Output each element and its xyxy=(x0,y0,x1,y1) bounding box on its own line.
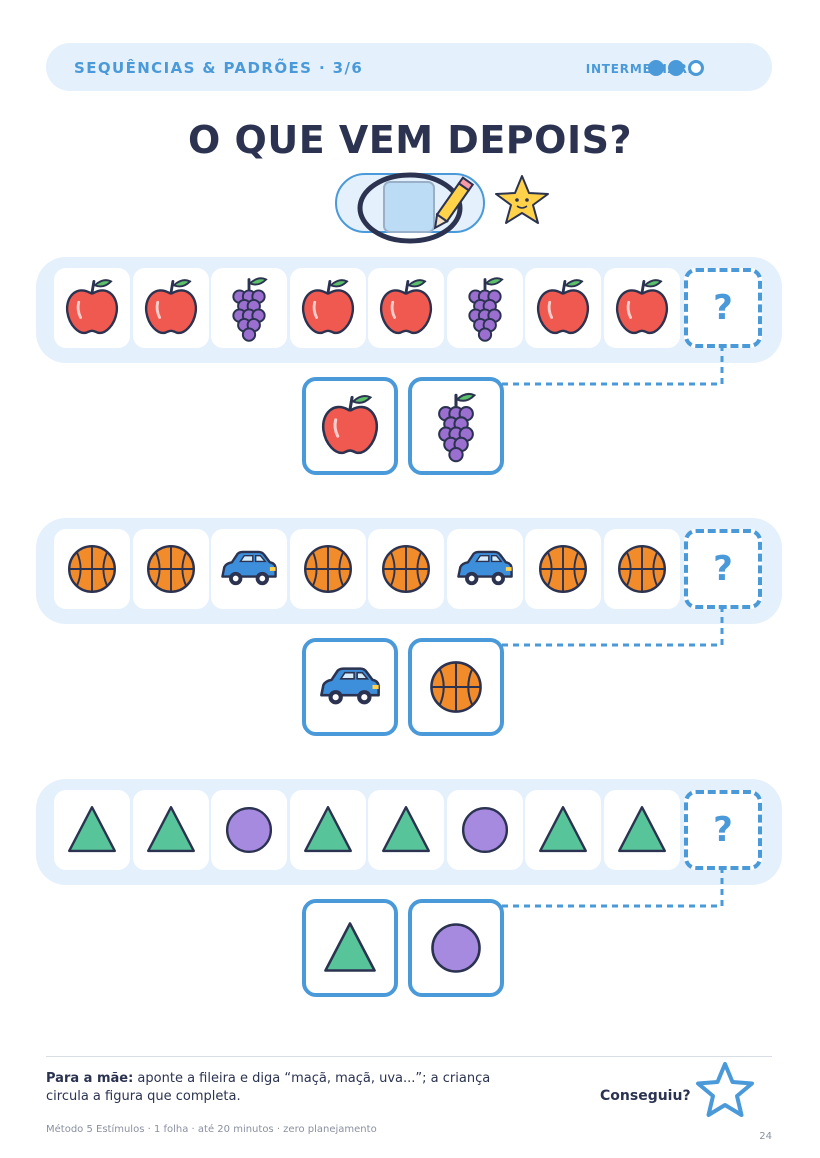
sequence-tile xyxy=(603,268,680,348)
triangle-icon xyxy=(539,806,587,853)
apple-icon xyxy=(66,279,118,335)
sequence-tile xyxy=(211,790,287,870)
car-icon xyxy=(456,550,513,586)
footer-divider xyxy=(46,1056,772,1057)
sequence-tile xyxy=(289,268,366,348)
header-bar: SEQUÊNCIAS & PADRÕES · 3/6 INTERMEDIÁRIO xyxy=(46,43,772,91)
sequence-tile xyxy=(132,268,209,348)
circle-icon xyxy=(225,806,273,854)
option-car[interactable] xyxy=(302,638,398,736)
connector-line-3 xyxy=(502,870,724,908)
apple-icon xyxy=(615,279,668,335)
answer-slot-3[interactable]: ? xyxy=(684,790,762,870)
sequence-tile xyxy=(132,790,209,870)
connector-line-1 xyxy=(502,348,724,386)
note-text: aponte a fileira e diga “maçã, maçã, uva… xyxy=(46,1071,491,1104)
basketball-icon xyxy=(430,661,482,713)
triangle-icon xyxy=(617,806,666,853)
circle-icon xyxy=(431,923,481,973)
option-circle[interactable] xyxy=(408,899,504,997)
circle-icon xyxy=(461,806,508,854)
sequence-tile xyxy=(368,790,444,870)
note-label: Para a mãe: xyxy=(46,1071,134,1086)
sequence-tile xyxy=(368,529,444,609)
sequence-tile xyxy=(54,790,130,870)
grapes-icon xyxy=(467,277,504,342)
grapes-icon xyxy=(438,392,477,463)
sequence-tile xyxy=(54,268,130,348)
level-indicator xyxy=(648,60,704,76)
credits-line: Método 5 Estímulos · 1 folha · até 20 mi… xyxy=(46,1124,377,1135)
sequence-tile xyxy=(368,268,444,348)
triangle-icon xyxy=(324,922,376,972)
connector-line-2 xyxy=(502,609,724,647)
basketball-icon xyxy=(617,545,666,593)
sequence-tile xyxy=(289,790,366,870)
basketball-icon xyxy=(303,545,352,593)
option-triangle[interactable] xyxy=(302,899,398,997)
sequence-tile xyxy=(525,268,601,348)
sequence-tile xyxy=(446,790,523,870)
basketball-icon xyxy=(539,545,587,593)
triangle-icon xyxy=(68,806,116,853)
answer-slot-2[interactable]: ? xyxy=(684,529,762,609)
triangle-icon xyxy=(382,806,430,853)
apple-icon xyxy=(380,279,432,335)
option-grapes[interactable] xyxy=(408,377,504,475)
sequence-tile xyxy=(132,529,209,609)
sequence-tile xyxy=(211,529,287,609)
basketball-icon xyxy=(68,545,116,593)
series-label: SEQUÊNCIAS & PADRÕES · 3/6 xyxy=(74,59,364,77)
apple-icon xyxy=(322,394,378,455)
sequence-tile xyxy=(446,268,523,348)
sequence-tile xyxy=(211,268,287,348)
star-checkbox-icon[interactable] xyxy=(694,1060,756,1120)
sequence-tile xyxy=(525,529,601,609)
achieved-label: Conseguiu? xyxy=(600,1088,691,1104)
basketball-icon xyxy=(382,545,430,593)
page-title: O QUE VEM DEPOIS? xyxy=(188,118,632,162)
answer-slot-1[interactable]: ? xyxy=(684,268,762,348)
parent-note: Para a mãe: aponte a fileira e diga “maç… xyxy=(46,1070,506,1106)
car-icon xyxy=(221,550,277,586)
triangle-icon xyxy=(146,806,195,853)
apple-icon xyxy=(301,279,354,335)
triangle-icon xyxy=(303,806,352,853)
car-icon xyxy=(320,667,380,705)
apple-icon xyxy=(537,279,589,335)
sequence-tile xyxy=(603,790,680,870)
sequence-tile xyxy=(446,529,523,609)
sequence-tile xyxy=(289,529,366,609)
basketball-icon xyxy=(146,545,195,593)
option-apple[interactable] xyxy=(302,377,398,475)
sequence-tile xyxy=(603,529,680,609)
sequence-tile xyxy=(54,529,130,609)
page-number: 24 xyxy=(759,1131,772,1142)
grapes-icon xyxy=(232,277,268,342)
apple-icon xyxy=(144,279,197,335)
sequence-tile xyxy=(525,790,601,870)
circle-answer-icon xyxy=(335,172,549,244)
option-basketball[interactable] xyxy=(408,638,504,736)
